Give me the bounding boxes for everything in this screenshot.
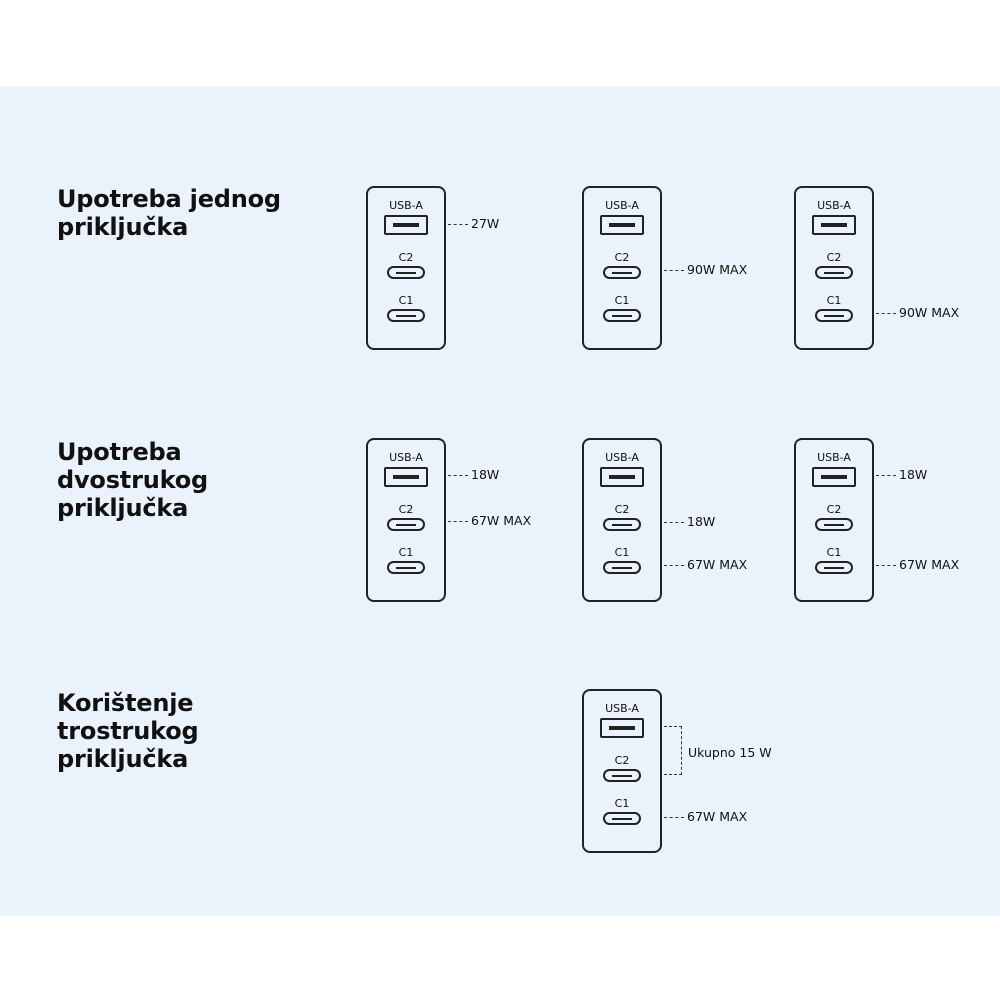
usb-c-port-icon [603, 561, 641, 574]
output-label: 90W MAX [687, 262, 748, 277]
dashed-leader-line [448, 521, 468, 522]
port-label-usb-a: USB-A [605, 451, 639, 464]
usb-c-port-icon [815, 309, 853, 322]
dashed-leader-line [664, 565, 684, 566]
dashed-leader-line [876, 313, 896, 314]
output-label: 18W [899, 467, 928, 482]
output-label: 67W MAX [899, 557, 960, 572]
dashed-leader-line [664, 270, 684, 271]
output-label: Ukupno 15 W [688, 745, 772, 760]
port-label-c1: C1 [614, 294, 630, 307]
usb-c-port-icon [603, 309, 641, 322]
port-label-usb-a: USB-A [605, 702, 639, 715]
port-label-c1: C1 [826, 546, 842, 559]
port-label-c2: C2 [826, 503, 842, 516]
port-label-c2: C2 [614, 503, 630, 516]
charger-single-c1: USB-A C2 C1 [794, 186, 874, 350]
output-label: 27W [471, 216, 500, 231]
port-label-usb-a: USB-A [389, 199, 423, 212]
output-label: 67W MAX [687, 557, 748, 572]
usb-c-port-icon [603, 518, 641, 531]
dashed-leader-line [876, 475, 896, 476]
dashed-leader-line [448, 475, 468, 476]
port-label-c1: C1 [826, 294, 842, 307]
usb-a-port-icon [600, 467, 644, 487]
usb-c-port-icon [387, 266, 425, 279]
charger-single-usba: USB-A C2 C1 [366, 186, 446, 350]
dashed-leader-line [664, 522, 684, 523]
usb-c-port-icon [387, 518, 425, 531]
usb-a-port-icon [384, 215, 428, 235]
usb-c-port-icon [815, 518, 853, 531]
port-label-c2: C2 [398, 251, 414, 264]
dashed-leader-line [876, 565, 896, 566]
usb-a-port-icon [600, 215, 644, 235]
port-label-c2: C2 [398, 503, 414, 516]
port-label-c2: C2 [614, 251, 630, 264]
port-label-c1: C1 [398, 294, 414, 307]
usb-a-port-icon [600, 718, 644, 738]
port-label-c2: C2 [614, 754, 630, 767]
charger-double-c2-c1: USB-A C2 C1 [582, 438, 662, 602]
charger-double-usba-c2: USB-A C2 C1 [366, 438, 446, 602]
port-label-usb-a: USB-A [817, 199, 851, 212]
usb-c-port-icon [387, 309, 425, 322]
usb-a-port-icon [384, 467, 428, 487]
usb-a-port-icon [812, 467, 856, 487]
dashed-bracket [664, 726, 682, 775]
output-label: 67W MAX [471, 513, 532, 528]
usb-c-port-icon [603, 266, 641, 279]
usb-c-port-icon [815, 266, 853, 279]
charger-double-usba-c1: USB-A C2 C1 [794, 438, 874, 602]
port-label-usb-a: USB-A [605, 199, 639, 212]
row-title-triple: Korištenje trostrukog priključka [57, 689, 199, 773]
row-title-single: Upotreba jednog priključka [57, 185, 281, 241]
dashed-leader-line [664, 817, 684, 818]
charger-single-c2: USB-A C2 C1 [582, 186, 662, 350]
charger-triple: USB-A C2 C1 [582, 689, 662, 853]
usb-a-port-icon [812, 215, 856, 235]
port-label-c1: C1 [398, 546, 414, 559]
row-title-double: Upotreba dvostrukog priključka [57, 438, 208, 522]
port-label-usb-a: USB-A [389, 451, 423, 464]
port-label-c1: C1 [614, 797, 630, 810]
output-label: 18W [687, 514, 716, 529]
usb-c-port-icon [603, 812, 641, 825]
usb-c-port-icon [815, 561, 853, 574]
output-label: 90W MAX [899, 305, 960, 320]
dashed-leader-line [448, 224, 468, 225]
port-label-usb-a: USB-A [817, 451, 851, 464]
output-label: 18W [471, 467, 500, 482]
usb-c-port-icon [387, 561, 425, 574]
port-label-c2: C2 [826, 251, 842, 264]
port-label-c1: C1 [614, 546, 630, 559]
output-label: 67W MAX [687, 809, 748, 824]
usb-c-port-icon [603, 769, 641, 782]
